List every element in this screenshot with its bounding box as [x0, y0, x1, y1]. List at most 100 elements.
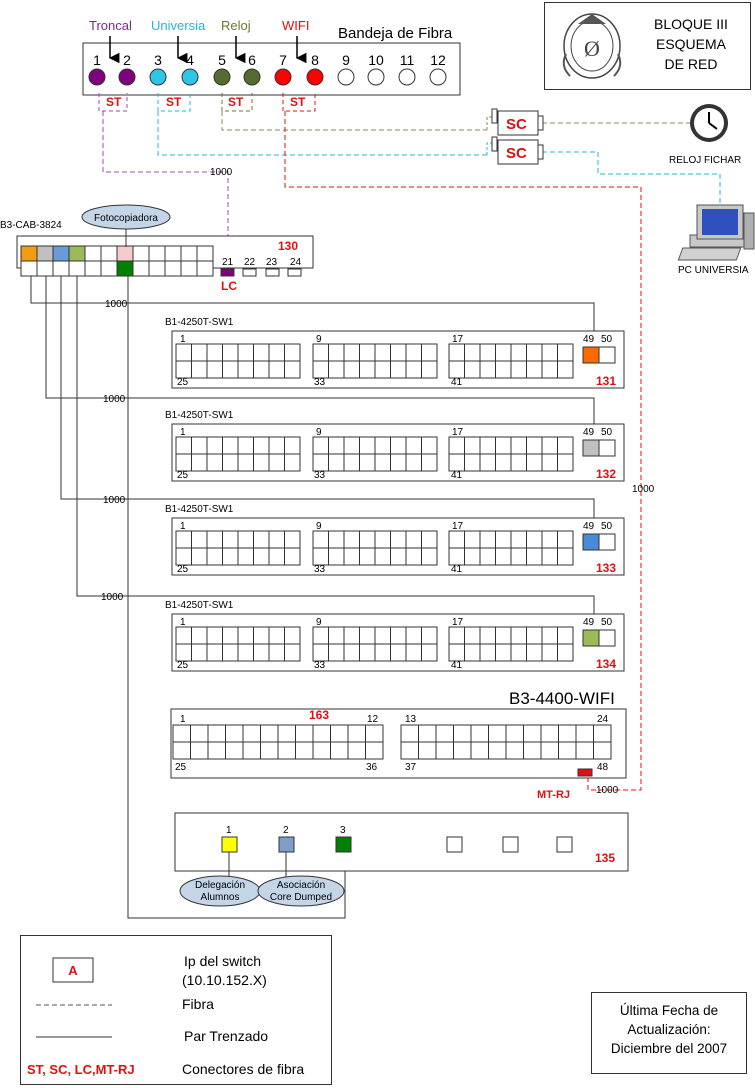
link-speed-label: 1000 — [103, 495, 126, 506]
cab-port — [148, 245, 166, 262]
fiber-port — [213, 68, 231, 86]
switch-port — [495, 436, 512, 455]
universia-fiber-out — [542, 151, 721, 203]
switch-port — [191, 360, 208, 379]
switch-port — [495, 643, 512, 662]
switch-port — [421, 360, 438, 379]
switch-port — [510, 643, 527, 662]
switch-port — [328, 360, 345, 379]
port-range-label: 17 — [452, 427, 464, 438]
fiber-port — [118, 68, 136, 86]
switch-135-port — [446, 836, 463, 853]
switch-port — [359, 643, 376, 662]
port-range-label: 9 — [316, 617, 322, 628]
diagram-title: BLOQUE III ESQUEMA DE RED — [636, 14, 746, 74]
wifi-port — [453, 724, 472, 743]
port-range-label: 33 — [314, 377, 326, 388]
svg-text:SC: SC — [506, 145, 527, 162]
switch-port — [405, 453, 422, 472]
link-speed-label: 1000 — [596, 785, 619, 796]
switch-port — [541, 360, 558, 379]
switch-port — [284, 453, 301, 472]
switch-port — [526, 626, 543, 645]
switch-port — [495, 453, 512, 472]
switch-port — [374, 343, 391, 362]
switch-port — [526, 436, 543, 455]
switch-port — [448, 643, 465, 662]
asociacion-bubble — [257, 875, 345, 907]
switch-port — [557, 547, 574, 566]
switch-port — [464, 360, 481, 379]
switch-port — [312, 547, 329, 566]
switch-port — [390, 547, 407, 566]
switch-port — [479, 453, 496, 472]
switch-135-port-label: 3 — [340, 825, 346, 836]
switch-port — [421, 547, 438, 566]
switch-port — [510, 436, 527, 455]
switch-port — [405, 360, 422, 379]
wifi-port — [540, 724, 559, 743]
port-range-label: 25 — [177, 564, 189, 575]
delegacion-label: Delegación — [195, 880, 245, 891]
switch-port — [237, 360, 254, 379]
fiber-port — [88, 68, 106, 86]
cab-port — [116, 245, 134, 262]
switch-port — [421, 343, 438, 362]
port-range-label: 17 — [452, 617, 464, 628]
cab-port — [84, 245, 102, 262]
wifi-port — [190, 741, 209, 760]
switch-port — [284, 530, 301, 549]
sc-pigtails — [486, 116, 492, 155]
troncal-fiber — [102, 111, 229, 270]
switch-port — [479, 547, 496, 566]
wifi-port — [523, 724, 542, 743]
switch-port — [510, 530, 527, 549]
last-update-line: Actualización: — [627, 1022, 711, 1037]
switch-port — [541, 643, 558, 662]
switch-port — [284, 626, 301, 645]
switch-port — [390, 360, 407, 379]
cab-port — [180, 245, 198, 262]
title-line: ESQUEMA — [655, 36, 726, 52]
switch-port — [448, 626, 465, 645]
switch-port — [421, 436, 438, 455]
switch-port — [237, 436, 254, 455]
switch-port — [359, 343, 376, 362]
university-seal-icon: Ø — [562, 13, 622, 79]
switch-port — [464, 453, 481, 472]
switch-port — [328, 547, 345, 566]
cab-port — [132, 245, 150, 262]
switch-port — [222, 343, 239, 362]
cab-port — [148, 260, 166, 277]
wifi-switch-ports — [172, 724, 612, 760]
switch-port — [206, 547, 223, 566]
switch-port — [526, 343, 543, 362]
switch-port — [421, 643, 438, 662]
wifi-port — [435, 724, 454, 743]
cab-switch-name: B3-CAB-3824 — [0, 220, 62, 231]
wifi-port — [505, 724, 524, 743]
switch-135-port — [502, 836, 519, 853]
twisted-pair-links — [30, 262, 595, 919]
switch-port — [191, 343, 208, 362]
link-speed-label: 1000 — [210, 167, 233, 178]
switch-135-ip: 135 — [595, 851, 615, 865]
switch-port — [541, 626, 558, 645]
switch-port — [191, 547, 208, 566]
switch-port — [510, 360, 527, 379]
uplink-port — [598, 346, 616, 364]
switch-port — [374, 360, 391, 379]
fiber-port — [243, 68, 261, 86]
switch-port — [175, 626, 192, 645]
switch-port — [390, 626, 407, 645]
switch-135 — [174, 812, 629, 872]
switch-port — [557, 530, 574, 549]
fiber-tray — [82, 42, 461, 96]
cab-port — [180, 260, 198, 277]
port-range-label: 1 — [180, 427, 186, 438]
switch-port — [284, 643, 301, 662]
last-update-line: Última Fecha de — [619, 1003, 719, 1018]
photocopier-label: Fotocopiadora — [94, 213, 158, 224]
wifi-port — [400, 724, 419, 743]
switch-135-port — [335, 836, 352, 853]
